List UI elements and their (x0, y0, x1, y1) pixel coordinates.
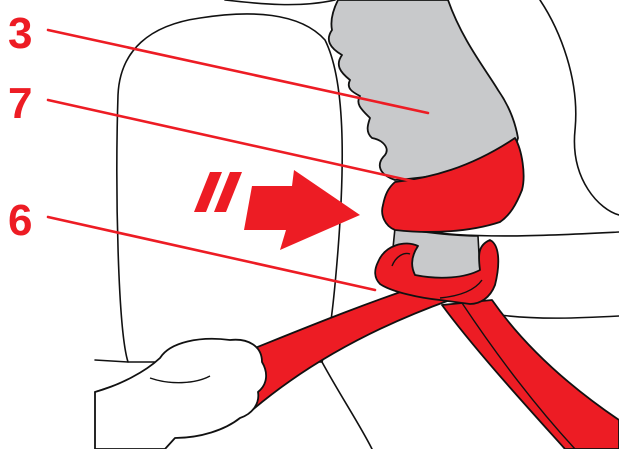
push-direction-arrow (194, 170, 360, 250)
shoulder-belt-lower (442, 300, 619, 449)
hand-glove (95, 339, 266, 449)
lap-belt (245, 282, 450, 412)
callout-3: 3 (8, 9, 32, 58)
callout-6: 6 (8, 196, 32, 245)
callout-7: 7 (8, 79, 32, 128)
